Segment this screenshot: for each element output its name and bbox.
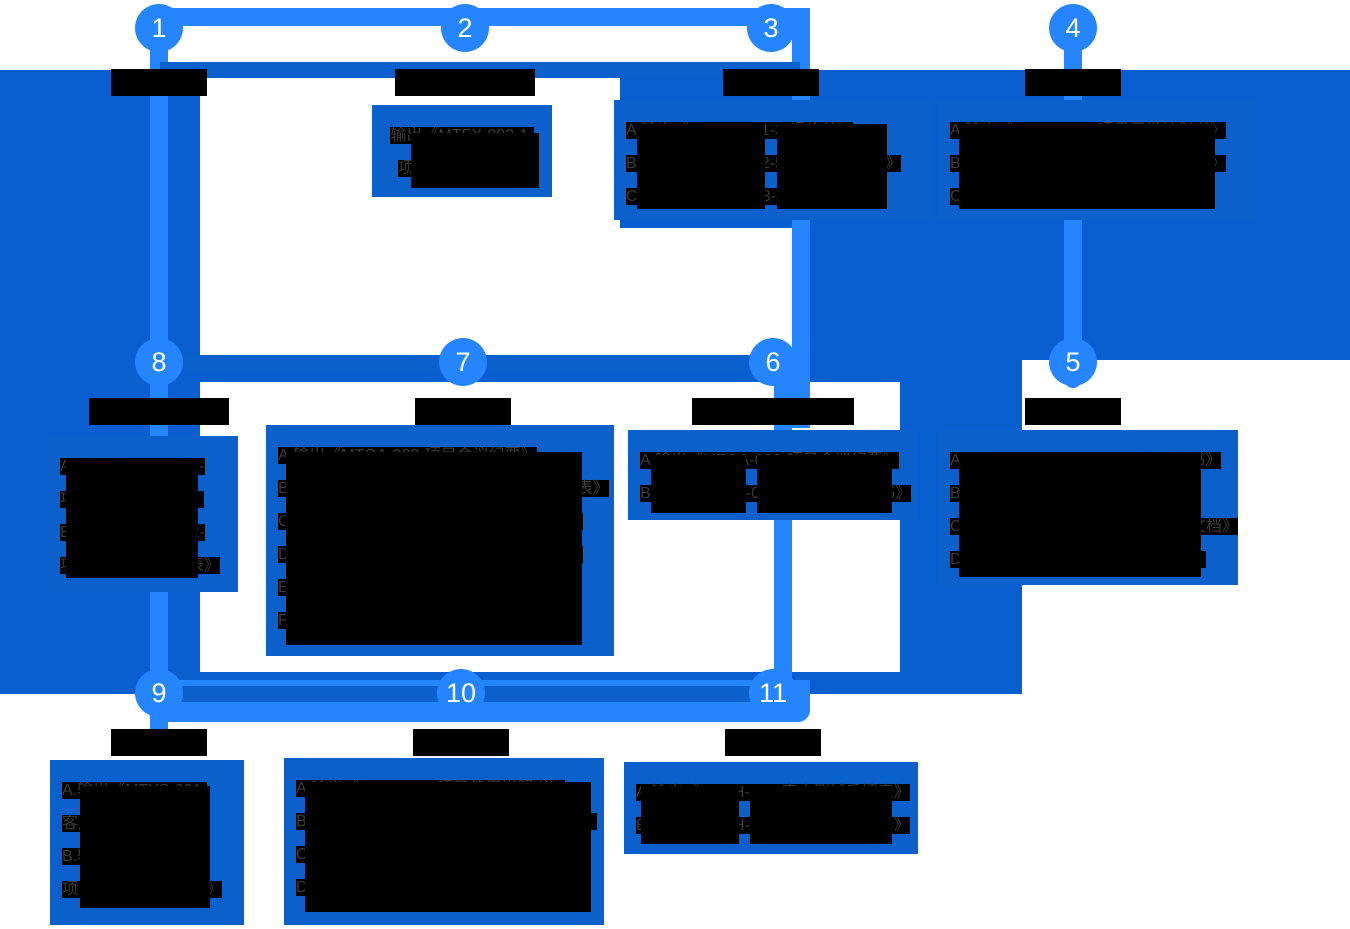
stage-title-7: 项目开发	[414, 397, 512, 427]
stage-title-11: 项目售后	[724, 728, 822, 758]
stage-bubble-9[interactable]: 9	[135, 669, 183, 717]
redaction-mask-stage4	[959, 124, 1215, 209]
redaction-mask-stage9	[80, 786, 210, 908]
redaction-mask-stage7	[286, 452, 582, 645]
stage-bubble-11[interactable]: 11	[749, 669, 797, 717]
redaction-mask-stage10	[305, 782, 591, 912]
stage-bubble-6[interactable]: 6	[749, 338, 797, 386]
rail-stage1-vertical	[150, 8, 168, 428]
stage-title-7-text: 项目开发	[414, 398, 512, 425]
redaction-mask-stage5	[959, 452, 1201, 577]
stage-title-1-text: 需求接入	[110, 69, 208, 96]
stage-title-6-text: 方案评审及确认	[691, 398, 855, 425]
stage-bubble-8[interactable]: 8	[135, 338, 183, 386]
stage-bubble-7[interactable]: 7	[439, 338, 487, 386]
stage-bubble-10[interactable]: 10	[437, 669, 485, 717]
stage-title-3-text: 商务洽谈	[722, 69, 820, 96]
stage-title-5-text: 项目方案	[1024, 398, 1122, 425]
stage-title-3: 商务洽谈	[722, 68, 820, 98]
stage-bubble-2[interactable]: 2	[441, 4, 489, 52]
stage-title-4: 项目启动	[1024, 68, 1122, 98]
stage-title-2-text: 需求评估分析	[394, 69, 536, 96]
redaction-mask-stage6-b	[757, 455, 892, 513]
stage-title-8: 项目内部评审	[88, 397, 230, 427]
redaction-mask-stage3-b	[777, 124, 887, 209]
stage-title-9: 客户验收	[110, 728, 208, 758]
stage-title-1: 需求接入	[110, 68, 208, 98]
stage-title-5: 项目方案	[1024, 397, 1122, 427]
stage-title-10: 项目交付	[412, 728, 510, 758]
redaction-mask-stage11-a	[641, 786, 739, 844]
cutout-top-right-gap	[920, 0, 1028, 70]
redaction-mask-stage8	[66, 458, 198, 578]
redaction-mask-stage3-a	[637, 124, 765, 209]
redaction-mask-stage11-b	[750, 786, 892, 844]
stage-title-10-text: 项目交付	[412, 729, 510, 756]
cutout-top-left	[0, 0, 162, 70]
stage-title-4-text: 项目启动	[1024, 69, 1122, 96]
stage-title-2: 需求评估分析	[394, 68, 536, 98]
stage-title-8-text: 项目内部评审	[88, 398, 230, 425]
redaction-mask-stage2	[411, 133, 539, 188]
stage-bubble-1[interactable]: 1	[135, 4, 183, 52]
cutout-top-mid	[200, 22, 796, 48]
stage-title-6: 方案评审及确认	[691, 397, 855, 427]
stage-bubble-5[interactable]: 5	[1049, 338, 1097, 386]
stage-bubble-4[interactable]: 4	[1049, 4, 1097, 52]
stage-title-9-text: 客户验收	[110, 729, 208, 756]
stage-bubble-3[interactable]: 3	[747, 4, 795, 52]
stage-title-11-text: 项目售后	[724, 729, 822, 756]
redaction-mask-stage6-a	[651, 455, 746, 513]
